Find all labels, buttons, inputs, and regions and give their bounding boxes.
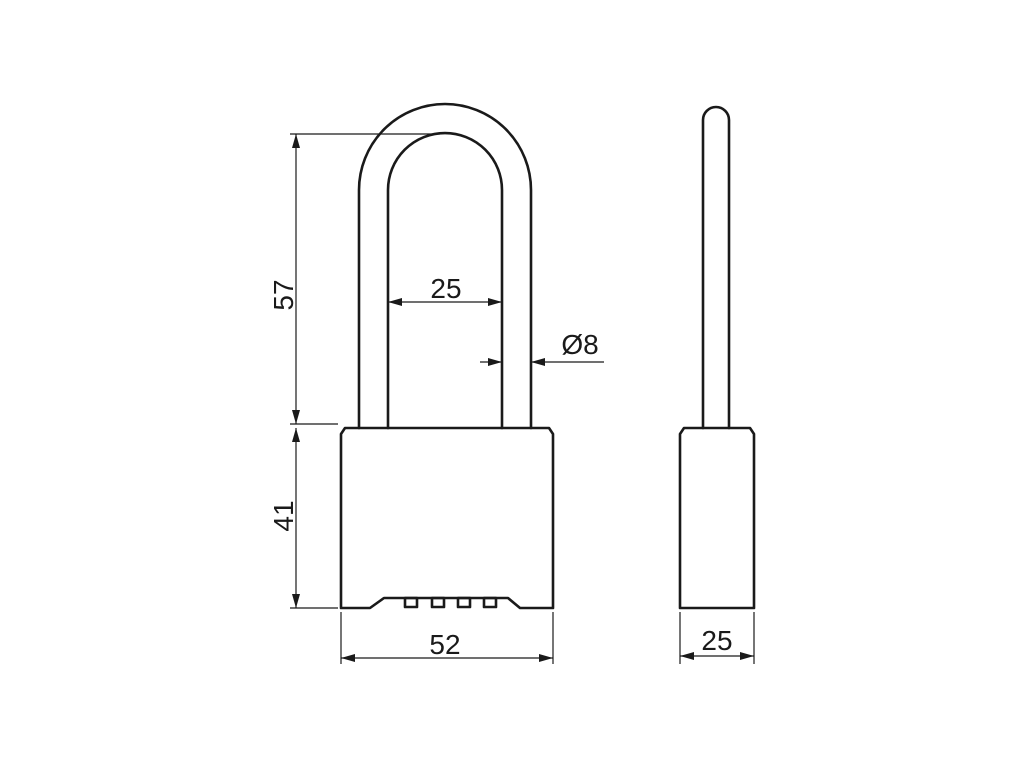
dim-shackle-height-label: 57 xyxy=(268,279,299,310)
dimension-shackle-diameter: Ø8 xyxy=(480,329,604,366)
dimension-body-depth: 25 xyxy=(679,612,755,664)
side-view xyxy=(678,105,756,610)
dial-4 xyxy=(482,596,498,609)
dial-3 xyxy=(456,596,472,609)
front-view xyxy=(339,102,555,610)
dim-body-depth-label: 25 xyxy=(701,625,732,656)
side-body xyxy=(678,426,756,610)
shackle-inner xyxy=(386,131,504,430)
dim-body-width-label: 52 xyxy=(429,629,460,660)
shackle-outer xyxy=(357,102,533,430)
dimension-shackle-inner-width: 25 xyxy=(388,273,502,306)
dim-shackle-diameter-label: Ø8 xyxy=(561,329,598,360)
lock-body xyxy=(339,426,555,610)
dimension-body-height: 41 xyxy=(268,428,338,609)
dim-body-height-label: 41 xyxy=(268,500,299,531)
dial-2 xyxy=(430,596,446,609)
dimension-shackle-height: 57 xyxy=(268,133,440,425)
dial-1 xyxy=(403,596,419,609)
dimension-body-width: 52 xyxy=(340,612,554,664)
dim-shackle-inner-width-label: 25 xyxy=(430,273,461,304)
combination-dials xyxy=(403,596,498,609)
side-shackle xyxy=(701,105,731,430)
